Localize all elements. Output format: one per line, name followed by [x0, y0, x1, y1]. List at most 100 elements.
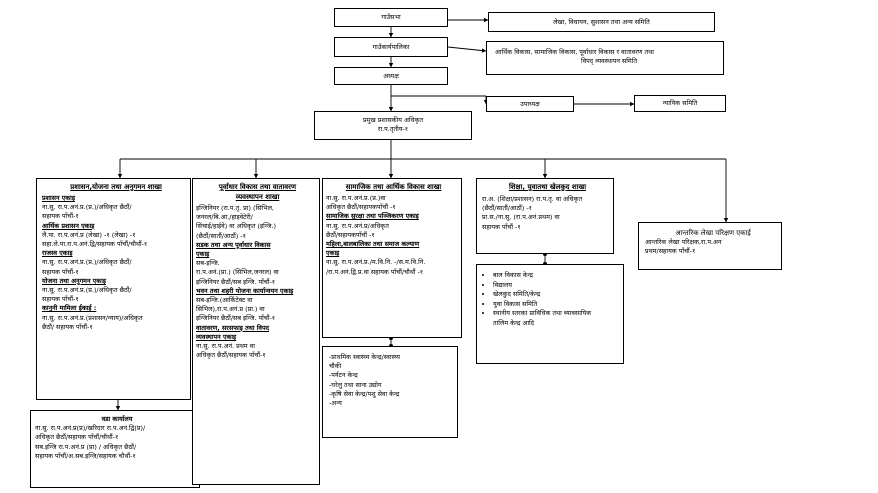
- unit-heading: योजना तथा अनुगमन एकाइ: [42, 276, 106, 285]
- gaunsabha-label: गाउँसभा: [381, 13, 401, 21]
- cao-title: प्रमुख प्रशासकीय अधिकृत: [363, 116, 423, 124]
- line-text: ना.सु. रा.प.अनं.प्र.(प्र.)/अधिकृत छैठौं/: [42, 286, 132, 295]
- unit-heading: आर्थिक प्रशासन एकाइ: [42, 221, 95, 230]
- line-text: ना.सु. रा.प.अनं.प्र.(प्र.)वा: [326, 194, 386, 202]
- line-text: ना.सु. रा.प.अनं.प्र.(प्र.)/अधिकृत छैठौं/: [42, 258, 132, 267]
- unit-heading: प्रशासन एकाइ: [42, 194, 75, 202]
- cao-box: प्रमुख प्रशासकीय अधिकृत रा.प.तृतीय-१: [314, 111, 472, 140]
- line-text: (छैठौं/सातौं/आठौं) -१: [196, 231, 246, 240]
- admin-branch-title: प्रशासन,योजना तथा अनुगमन शाखा: [70, 183, 162, 191]
- line-text: ना.सु. रा.प.अनं.प्र.(प्र.)/अधिकृत छैठौं/: [42, 203, 132, 212]
- unit-heading: सडक तथा अन्य पूर्वाधार विकास: [196, 240, 271, 249]
- infra-branch-lines: इन्जिनियर (रा.प.तृ. प्रा) (सिभिल,जनरल/बि…: [196, 204, 319, 360]
- arrow-to-exec-committees: [447, 46, 487, 53]
- gaunsabha-box: गाउँसभा: [334, 8, 448, 27]
- line-text: अधिकृत छैठौं/सहायकपाँचौं -१: [326, 203, 396, 212]
- line-text: सब.इन्जि रा.प.अनं.प्र (प्रा) / अधिकृत छै…: [35, 442, 137, 451]
- upadhyaksha-box: उपाध्यक्ष: [486, 96, 574, 112]
- adhyaksha-label: अध्यक्ष: [383, 72, 399, 80]
- education-branch-lines: रा.अ. (शिक्षा/प्रशासन) रा.प.तृ. वा अधिकृ…: [482, 195, 613, 232]
- unit-heading: महिला,बालबालिका तथा समाज कल्याण: [326, 240, 420, 249]
- unit-heading: कानुनी मामिला ईकाई :: [42, 304, 97, 313]
- line-text: सहायक पाँचौं/अ.सब.इन्जि/सहायक चौथौं-१: [35, 451, 136, 460]
- adhyaksha-box: अध्यक्ष: [334, 67, 448, 85]
- line-text: ना.सु. रा.प.अनं.प्र./म.वि.नि. -/स.म.वि.न…: [326, 258, 426, 267]
- exec-committees-line1: आर्थिक विकास, सामाजिक विकास, पूर्वाधार व…: [495, 48, 654, 56]
- audit-unit-line1: आन्तरिक लेखा परिक्षक,रा.प.अन: [645, 238, 722, 247]
- audit-unit-line2: प्रथम/सहायक पाँचौं-१: [645, 247, 696, 256]
- unit-heading: एकाइ: [196, 250, 210, 259]
- line-text: प्रा.स./ना.सु. (रा.प.अनं.प्रथम) वा: [482, 213, 560, 222]
- exec-committees-line2: विपद् व्यवस्थापन समिति: [580, 57, 638, 66]
- unit-heading: एकाइ: [326, 249, 340, 258]
- infra-branch-box: पूर्वाधार विकास तथा वातावरण व्यवस्थापन श…: [192, 178, 320, 485]
- line-text: जनरल/बि.आ./हाइवेटेरी/: [196, 213, 253, 222]
- line-text: ना.सु. रा.प.अनं.प्र/अधिकृत: [326, 221, 389, 230]
- line-text: (छैठौं/सातौं/आठौं) -१: [482, 204, 532, 213]
- social-branch-title: सामाजिक तथा आर्थिक विकास शाखा: [345, 183, 442, 191]
- list-item: तालिम केन्द्र आदि: [493, 318, 535, 327]
- line-text: सिभिल),रा.प.अनं.प्र (प्रा.) वा: [196, 305, 265, 314]
- list-item: खेलकुद समिति/केन्द्र: [493, 290, 623, 300]
- line-text: -अन्य: [329, 399, 342, 408]
- line-text: सहा.ले.पा.रा.प.अनं.द्वि/सहायक पाँचौं/चौथ…: [42, 240, 148, 249]
- line-text: सिंचाई/हाईवे) वा अधिकृत (इन्जि.): [196, 222, 276, 231]
- gaunkaryapalika-box: गाउँकार्यपालिका: [334, 37, 448, 57]
- line-text: सहायक पाँचौं -१: [482, 222, 521, 231]
- line-text: छैठौं/ सहायक पाँचौं-१: [42, 322, 93, 331]
- line-text: /रा.प.अनं.द्वि.प्र.वा सहायक पाँचौं/चौथौं…: [326, 267, 424, 276]
- line-text: ना.सु. रा.प.अनं.प्र.(प्रशासन/न्याय)/अधिक…: [42, 313, 143, 322]
- list-item: विद्यालय: [493, 281, 623, 291]
- line-text: इन्जिनियर (रा.प.तृ. प्रा) (सिभिल,: [196, 204, 274, 212]
- line-text: -प्राथमिक स्वास्थ्य केन्द्र/स्वास्थ्य: [329, 353, 401, 361]
- committees-label: लेखा, विधायन, सुशासन तथा अन्य समिति: [553, 18, 650, 26]
- line-text: रा.अ. (शिक्षा/प्रशासन) रा.प.तृ. वा अधिकृ…: [482, 195, 583, 203]
- exec-committees-box: आर्थिक विकास, सामाजिक विकास, पूर्वाधार व…: [486, 41, 724, 75]
- list-item: बाल विकास केन्द्र: [493, 271, 623, 281]
- ward-office-lines: ना.सु. रा.प.अनं.प्र(प्र)/खरिदार रा.प.अनं…: [35, 424, 199, 461]
- ward-office-title: वडा कार्यालय: [101, 415, 133, 423]
- line-text: सहायक पाँचौं-१: [42, 212, 79, 221]
- audit-unit-box: आन्तरिक लेखा परिक्षण एकाई आन्तरिक लेखा प…: [638, 222, 782, 270]
- audit-unit-title: आन्तरिक लेखा परिक्षण एकाई: [675, 229, 751, 237]
- line-text: सब-इन्जि.: [196, 259, 220, 268]
- line-text: अधिकृत छैठौं/सहायक पाँचौं/चौथौं-१: [35, 433, 119, 442]
- education-branch-box: शिक्षा, युवातथा खेलकुद शाखा रा.अ. (शिक्ष…: [476, 178, 614, 254]
- unit-heading: राजस्व एकाइ: [42, 249, 73, 258]
- education-branch-title: शिक्षा, युवातथा खेलकुद शाखा: [508, 183, 587, 191]
- line-text: -पर्यटन केन्द्र: [329, 371, 358, 380]
- judicial-label: न्यायिक समिति: [662, 99, 698, 107]
- unit-heading: भवन तथा शहरी योजना कार्यान्वयन एकाइ: [196, 286, 294, 295]
- line-text: -घरेलु तथा साना उद्योग: [329, 380, 382, 389]
- line-text: चौकी: [329, 362, 342, 371]
- line-text: ना.सु. रा.प.अनं.प्र(प्र)/खरिदार रा.प.अनं…: [35, 424, 146, 433]
- line-text: इन्जिनियर छैठौं/सब इन्जि. पाँचौं-१: [196, 277, 276, 286]
- unit-heading: वातावरण, सरसफाइ तथा विपद: [196, 323, 269, 332]
- unit-heading: सामाजिक सुरक्षा तथा पञ्जिकरण एकाइ: [326, 212, 419, 221]
- cao-level: रा.प.तृतीय-१: [377, 125, 409, 134]
- list-item: स्थानीय स्तरका प्राविधिक तथा व्यावसायिक: [493, 309, 623, 319]
- line-text: रा.प.अनं.(प्रा.) (सिभिल,जनरल) वा: [196, 268, 279, 277]
- line-text: छैठौं/सहायकपाँचौं -१: [326, 230, 375, 239]
- social-branch-lines: ना.सु. रा.प.अनं.प्र.(प्र.)वाअधिकृत छैठौं…: [326, 194, 461, 277]
- line-text: सब-इन्जि.(आर्किटेक्ट वा: [196, 296, 253, 305]
- gaunkaryapalika-label: गाउँकार्यपालिका: [372, 43, 410, 51]
- ward-office-box: वडा कार्यालय ना.सु. रा.प.अनं.प्र(प्र)/खर…: [30, 410, 200, 488]
- education-services-list: बाल विकास केन्द्रविद्यालयखेलकुद समिति/के…: [483, 271, 623, 329]
- line-text: सहायक पाँचौं-१: [42, 267, 79, 276]
- line-text: इन्जिनियर छैठौं/सब इन्जि. पाँचौं-१: [196, 314, 276, 323]
- committees-box: लेखा, विधायन, सुशासन तथा अन्य समिति: [488, 12, 715, 32]
- line-text: लै.पा. रा.प.अनं.प्र (लेखा) -१ (लेखा) -१: [42, 230, 136, 239]
- education-services-box: बाल विकास केन्द्रविद्यालयखेलकुद समिति/के…: [476, 264, 624, 364]
- admin-branch-box: प्रशासन,योजना तथा अनुगमन शाखा प्रशासन एक…: [36, 178, 191, 400]
- line-text: -कृषि सेवा केन्द्र/पशु सेवा केन्द्र: [329, 389, 400, 398]
- line-text: सहायक पाँचौं-१: [42, 295, 79, 304]
- unit-heading: व्यवस्थापन एकाइ: [196, 332, 237, 341]
- upadhyaksha-label: उपाध्यक्ष: [520, 100, 540, 108]
- line-text: ना.सु. रा.प.अनं. प्रथम वा: [196, 342, 255, 351]
- infra-branch-title-line2: व्यवस्थापन शाखा: [235, 193, 280, 201]
